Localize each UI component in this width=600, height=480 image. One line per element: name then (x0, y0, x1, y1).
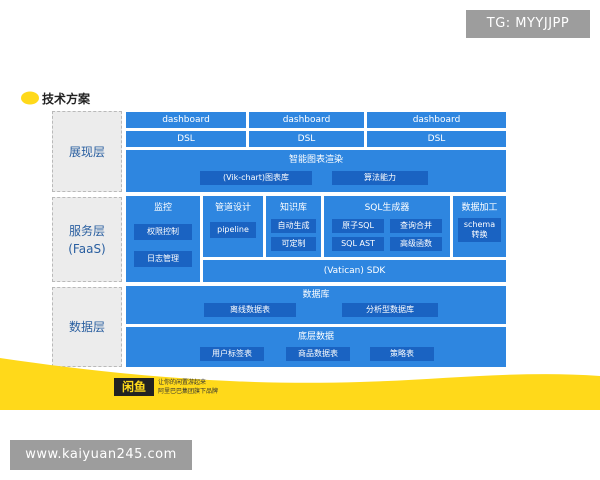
knowledge-base-panel: 知识库 自动生成 可定制 (266, 196, 321, 257)
user-tag-table-box: 用户标签表 (200, 347, 264, 361)
footer-slogan: 让你的闲置游起来 (158, 379, 207, 386)
dsl-box: DSL (367, 131, 506, 147)
data-processing-title: 数据加工 (453, 202, 506, 214)
database-title: 数据库 (126, 289, 506, 301)
data-processing-panel: 数据加工 schema 转换 (453, 196, 506, 257)
slide-title: 技术方案 (42, 92, 91, 106)
log-management-box: 日志管理 (134, 251, 192, 267)
sql-generator-panel: SQL生成器 原子SQL 查询合并 SQL AST 高级函数 (324, 196, 450, 257)
title-bullet-icon (20, 90, 40, 106)
permission-control-box: 权限控制 (134, 224, 192, 240)
sql-ast-box: SQL AST (332, 237, 384, 251)
query-merge-box: 查询合并 (390, 219, 442, 233)
layer-service-label: 服务层 (68, 223, 105, 238)
watermark-bottom: www.kaiyuan245.com (10, 440, 192, 470)
pipeline-box: pipeline (210, 222, 256, 238)
product-data-table-box: 商品数据表 (286, 347, 350, 361)
monitor-panel: 监控 权限控制 日志管理 (126, 196, 200, 282)
layer-service: 服务层 (FaaS) (52, 197, 122, 282)
auto-generate-box: 自动生成 (271, 219, 316, 233)
strategy-table-box: 策略表 (370, 347, 434, 361)
customizable-box: 可定制 (271, 237, 316, 251)
knowledge-base-title: 知识库 (266, 202, 321, 214)
layer-service-sublabel: (FaaS) (68, 241, 106, 256)
analytical-db-box: 分析型数据库 (342, 303, 438, 317)
base-data-title: 底层数据 (126, 331, 506, 343)
chart-render-panel: 智能图表渲染 (Vik-chart)图表库 算法能力 (126, 150, 506, 192)
schema-transform-box: schema 转换 (458, 218, 501, 242)
pipeline-design-panel: 管道设计 pipeline (203, 196, 263, 257)
layer-data: 数据层 (52, 287, 122, 367)
dashboard-box: dashboard (126, 112, 246, 128)
algorithm-box: 算法能力 (332, 171, 428, 185)
database-panel: 数据库 离线数据表 分析型数据库 (126, 286, 506, 324)
footer-wave (0, 358, 600, 410)
pipeline-design-title: 管道设计 (203, 202, 263, 214)
watermark-top: TG: MYYJJPP (466, 10, 590, 38)
chart-render-title: 智能图表渲染 (126, 154, 506, 166)
chart-library-box: (Vik-chart)图表库 (200, 171, 312, 185)
offline-table-box: 离线数据表 (204, 303, 296, 317)
base-data-panel: 底层数据 用户标签表 商品数据表 策略表 (126, 327, 506, 367)
dashboard-box: dashboard (367, 112, 506, 128)
sql-generator-title: SQL生成器 (324, 202, 450, 214)
atomic-sql-box: 原子SQL (332, 219, 384, 233)
dsl-box: DSL (126, 131, 246, 147)
footer-brand: 阿里巴巴集团旗下品牌 (158, 388, 219, 395)
xianyu-logo: 闲鱼 (114, 378, 154, 396)
dsl-box: DSL (249, 131, 364, 147)
monitor-title: 监控 (126, 202, 200, 214)
layer-presentation-label: 展现层 (68, 144, 105, 159)
layer-data-label: 数据层 (68, 320, 105, 334)
sdk-box: (Vatican) SDK (203, 260, 506, 282)
dashboard-box: dashboard (249, 112, 364, 128)
layer-presentation: 展现层 (52, 111, 122, 192)
advanced-function-box: 高级函数 (390, 237, 442, 251)
